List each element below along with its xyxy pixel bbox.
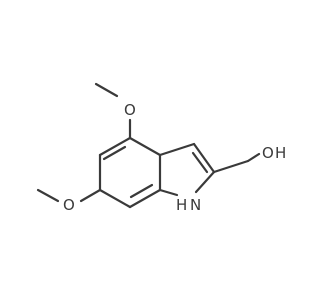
bond-c4-c5-double <box>102 145 127 161</box>
bond-oxygen-bottom-to-methyl <box>36 188 60 203</box>
bond-c2-n1 <box>194 170 216 194</box>
atom-oxygen-top-methoxy: O <box>124 101 136 119</box>
bond-ch2-oh <box>246 152 261 163</box>
bond-c3-c2 <box>192 142 216 174</box>
bond-c6-c7 <box>98 188 132 209</box>
atom-hydrogen-on-nitrogen: H <box>176 196 187 214</box>
bond-c4-c5 <box>98 136 132 157</box>
bond-c3a-c3 <box>158 142 196 157</box>
bond-c3a-c4 <box>128 136 162 157</box>
atom-hydrogen-hydroxyl: H <box>275 144 286 162</box>
atom-nitrogen-ring: N <box>190 196 201 214</box>
bond-c7-c7a <box>128 188 162 209</box>
bond-methyl-top-to-oxygen <box>94 82 119 98</box>
bond-c3-c2-double <box>191 151 209 174</box>
molecule-structure-diagram: O O O H N H <box>36 82 286 214</box>
bond-c2-ch2 <box>212 159 250 174</box>
bond-c6-oxygen-bottom <box>79 188 102 203</box>
bond-n1-c7a <box>158 188 179 197</box>
atom-oxygen-hydroxyl: O <box>262 144 274 162</box>
atom-oxygen-bottom-methoxy: O <box>63 196 75 214</box>
bond-c7-c7a-double <box>129 183 154 199</box>
